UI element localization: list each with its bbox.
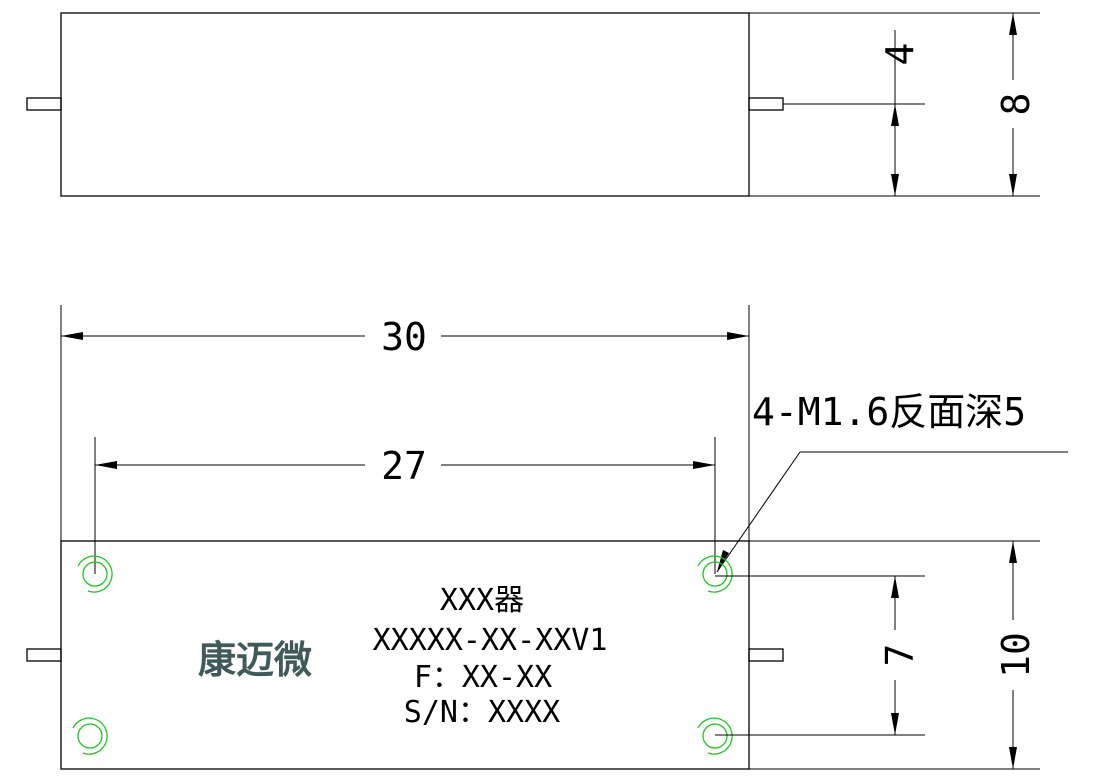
dimension-top-width: 10 xyxy=(994,541,1038,769)
top-left-pin xyxy=(26,648,62,662)
side-right-pin xyxy=(748,97,784,111)
top-right-pin xyxy=(748,648,784,662)
dimension-total-length: 30 xyxy=(61,315,749,359)
top-view: 30 27 4-M1.6反面深5 xyxy=(26,305,1068,770)
callout-text: 4-M1.6反面深5 xyxy=(752,390,1026,434)
dimension-hole-spacing-x: 27 xyxy=(94,437,716,574)
mounting-hole-bottom-left xyxy=(72,717,108,755)
dim-side-height-text: 8 xyxy=(994,93,1038,116)
side-view: 4 8 xyxy=(26,12,1040,197)
dimension-side-height: 8 xyxy=(994,13,1038,196)
dimension-hole-spacing-y: 7 xyxy=(878,576,922,735)
label-line-3: F：XX-XX xyxy=(414,660,552,695)
dim-hole-spacing-x-text: 27 xyxy=(381,444,427,488)
thread-callout: 4-M1.6反面深5 xyxy=(716,390,1068,573)
label-line-4: S/N：XXXX xyxy=(404,695,560,730)
dim-pin-offset-text: 4 xyxy=(878,43,922,66)
mounting-hole-top-right xyxy=(697,555,733,593)
mounting-hole-top-left xyxy=(77,555,113,593)
dim-total-length-text: 30 xyxy=(381,315,427,359)
brand-logo: 康迈微 xyxy=(198,638,312,682)
label-line-2: XXXXX-XX-XXV1 xyxy=(373,623,608,658)
side-left-pin xyxy=(26,97,62,111)
side-view-body xyxy=(60,12,750,197)
label-line-1: XXX器 xyxy=(440,583,524,618)
dim-hole-spacing-y-text: 7 xyxy=(878,644,922,667)
product-label: XXX器 XXXXX-XX-XXV1 F：XX-XX S/N：XXXX xyxy=(373,583,608,730)
dimension-pin-offset: 4 xyxy=(878,30,922,196)
dim-top-width-text: 10 xyxy=(994,632,1038,678)
mounting-hole-bottom-right xyxy=(697,717,733,755)
